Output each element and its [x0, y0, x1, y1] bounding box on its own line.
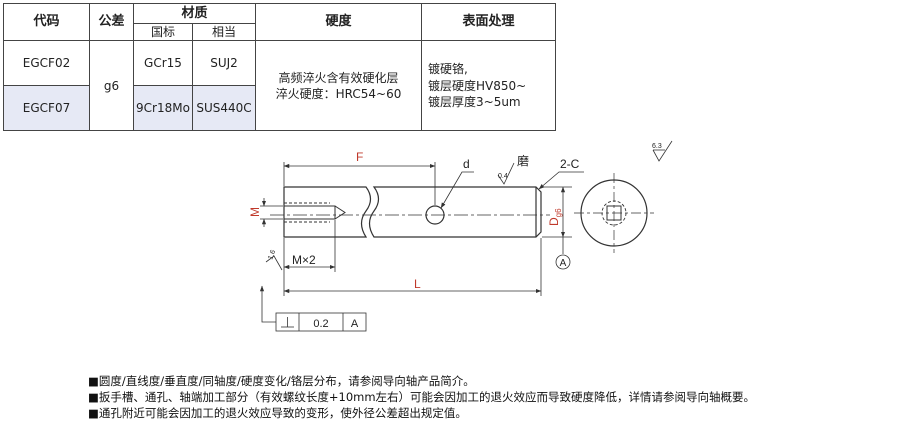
roughness-value: 0.4	[498, 173, 508, 180]
surface-line: 镀硬铬,	[428, 62, 468, 77]
header-tolerance: 公差	[89, 2, 134, 42]
d-leader	[440, 171, 474, 209]
row-material-eq: SUS440C	[192, 85, 256, 132]
hardness-cell: 高频淬火含有效硬化层 淬火硬度：HRC54~60	[255, 40, 422, 132]
roughness-symbol	[265, 255, 283, 271]
tolerance-cell: g6	[89, 40, 134, 132]
end-view	[574, 173, 654, 253]
label-D: Dg6	[547, 208, 563, 226]
shaft-body	[283, 186, 542, 238]
surface-cell: 镀硬铬, 镀层硬度HV850~ 镀层厚度3~5um	[421, 40, 556, 132]
hardness-line: 淬火硬度：HRC54~60	[275, 86, 402, 101]
note-line: ■扳手槽、通孔、轴端加工部分（有效螺纹长度+10mm左右）可能会因加工的退火效应…	[88, 390, 756, 404]
label-chamfer: 2-C	[560, 157, 580, 171]
dimension-D	[542, 186, 572, 254]
row-material-eq: SUJ2	[192, 40, 256, 87]
feature-control-frame	[275, 312, 367, 332]
label-d: d	[463, 157, 470, 171]
header-code: 代码	[3, 2, 90, 42]
header-material-eq: 相当	[192, 22, 256, 42]
label-Mx2: M×2	[292, 253, 316, 267]
shaft-drawing: F d 0.4 磨 2-C Dg6 A M M×2 1.6 L	[248, 140, 673, 332]
row-code: EGCF07	[3, 85, 90, 132]
datum-label: A	[560, 258, 567, 269]
dimension-M	[260, 198, 283, 227]
roughness-symbol	[652, 140, 673, 162]
notes: ■圆度/直线度/垂直度/同轴度/硬度变化/铬层分布，请参阅导向轴产品简介。 ■扳…	[88, 373, 755, 421]
dimension-Mx2	[283, 220, 336, 296]
chamfer-leader	[538, 171, 584, 190]
label-grind: 磨	[517, 154, 529, 168]
label-M: M	[248, 207, 262, 217]
fcf-datum: A	[351, 318, 359, 330]
note-line: ■通孔附近可能会因加工的退火效应导致的变形，使外径公差超出规定值。	[88, 406, 467, 420]
row-code: EGCF02	[3, 40, 90, 87]
header-material-gb: 国标	[133, 22, 193, 42]
header-surface: 表面处理	[421, 2, 556, 42]
dimension-F	[283, 162, 436, 205]
roughness-symbol	[497, 162, 515, 185]
row-material-gb: GCr15	[133, 40, 193, 87]
label-F: F	[356, 150, 363, 164]
spec-table: 代码 公差 材质 硬度 表面处理 国标 相当 EGCF02 g6 GCr15 S…	[3, 2, 556, 132]
dimension-L	[283, 238, 542, 296]
surface-line: 镀层硬度HV850~	[428, 78, 527, 93]
roughness-value: 6.3	[652, 143, 662, 150]
surface-line: 镀层厚度3~5um	[428, 94, 521, 109]
row-material-gb: 9Cr18Mo	[133, 85, 193, 132]
note-line: ■圆度/直线度/垂直度/同轴度/硬度变化/铬层分布，请参阅导向轴产品简介。	[88, 374, 475, 388]
roughness-value: 1.6	[267, 249, 277, 261]
header-hardness: 硬度	[255, 2, 422, 42]
hardness-line: 高频淬火含有效硬化层	[278, 70, 399, 85]
header-material: 材质	[133, 3, 256, 24]
datum-circle	[555, 254, 571, 270]
label-L: L	[414, 277, 421, 291]
fcf-leader	[259, 285, 276, 323]
tapped-hole	[283, 202, 346, 223]
fcf-tolerance: 0.2	[313, 318, 328, 330]
